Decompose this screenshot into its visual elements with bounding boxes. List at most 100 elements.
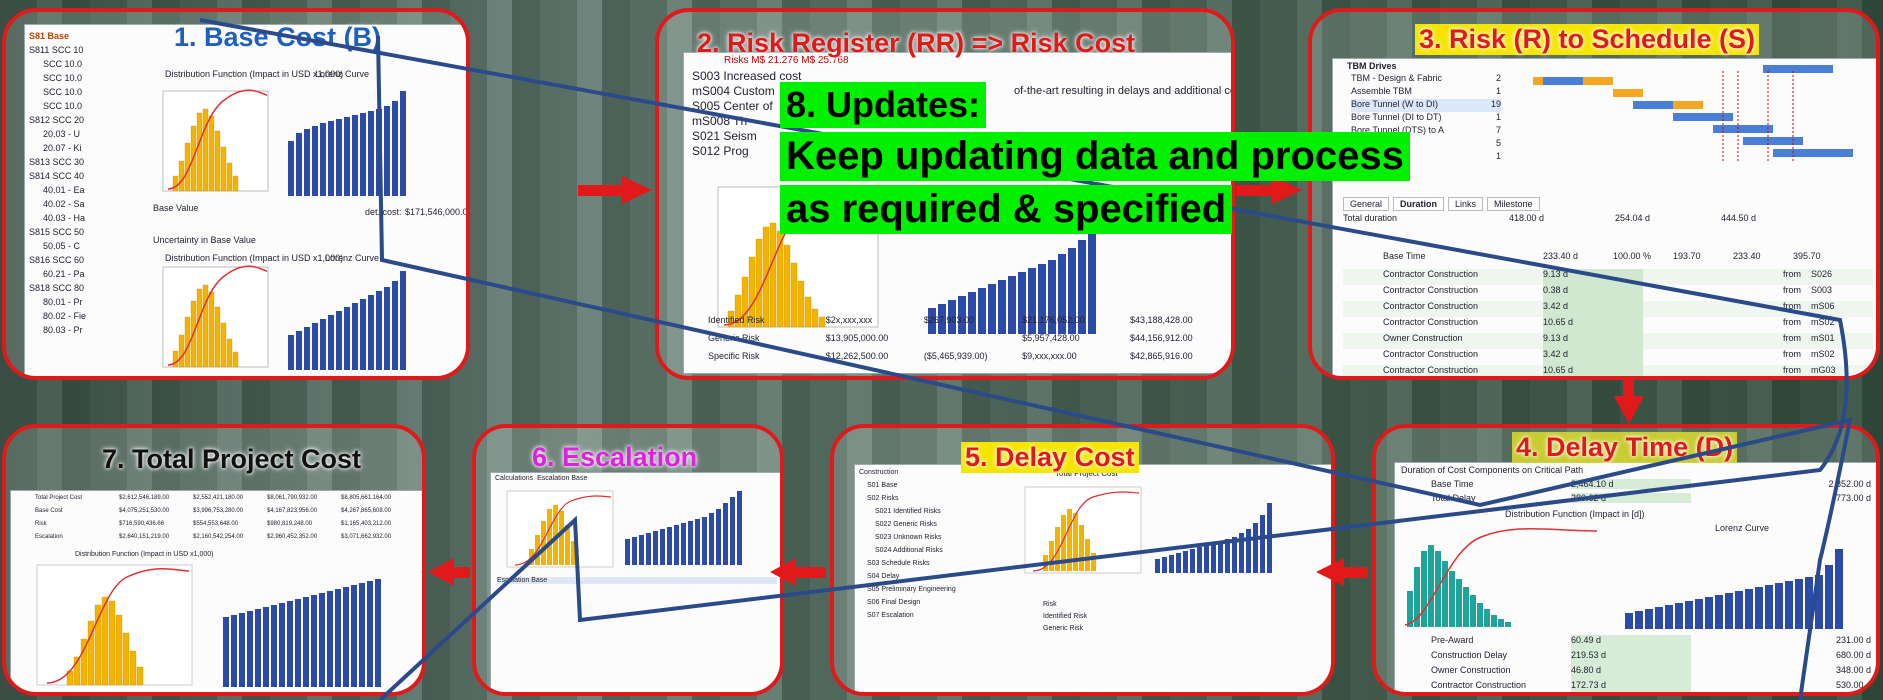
delay-cost-risk-rows: Risk Identified Risk Generic Risk	[1023, 601, 1323, 637]
cell: mS06	[1811, 301, 1835, 311]
total-duration-row[interactable]: Total duration 418.00 d 254.04 d 444.50 …	[1343, 213, 1873, 223]
tab-milestone[interactable]: Milestone	[1487, 197, 1540, 211]
row-label: Contractor Construction	[1383, 269, 1479, 279]
tree-item[interactable]: S812 SCC 20	[29, 115, 85, 125]
tree-item[interactable]: S05 Preliminary Engineering	[867, 586, 956, 593]
cell: 172.73 d	[1571, 680, 1691, 692]
base-time-row[interactable]: Base Time 233.40 d 100.00 % 193.70 233.4…	[1343, 251, 1873, 261]
step-2-title: 2. Risk Register (RR) => Risk Cost	[697, 28, 1136, 58]
escalation-histogram	[506, 490, 614, 568]
tree-item[interactable]: SCC 10.0	[43, 59, 83, 69]
cell: 280.62 d	[1571, 493, 1691, 503]
table-row[interactable]: Base Cost$4,075,251,530.00$3,996,753,280…	[15, 508, 421, 521]
cell: $980,819,248.00	[267, 521, 313, 527]
tree-item[interactable]: 80.03 - Pr	[43, 325, 83, 335]
table-row[interactable]: Total Project Cost$2,612,546,189.00$2,55…	[15, 495, 421, 508]
table-row[interactable]: Identified Risk	[1043, 613, 1087, 620]
updates-line-1: Keep updating data and process	[780, 132, 1410, 181]
tree-item[interactable]: S02 Risks	[867, 495, 899, 502]
det-cost-label: det. cost:	[365, 207, 402, 217]
table-row[interactable]: Generic Risk	[1043, 625, 1084, 632]
tree-item[interactable]: S04 Delay	[867, 573, 900, 580]
base-cost-tree: S81 Base S811 SCC 10 SCC 10.0 SCC 10.0 S…	[29, 31, 149, 339]
cell: $44,156,912.00	[1130, 333, 1193, 343]
tab-calculations[interactable]: Calculations	[495, 475, 534, 482]
tab-links[interactable]: Links	[1448, 197, 1484, 211]
row-label: Specific Risk	[708, 351, 760, 361]
cell: $8,805,661,164.00	[341, 495, 392, 501]
tree-item[interactable]: S021 Identified Risks	[875, 508, 941, 515]
tree-item[interactable]: 40.01 - Ea	[43, 185, 85, 195]
table-row[interactable]: Risk	[1043, 601, 1057, 608]
tree-item[interactable]: 40.02 - Sa	[43, 199, 85, 209]
tree-item[interactable]: S03 Schedule Risks	[867, 560, 930, 567]
histogram-bars	[66, 596, 144, 686]
table-row[interactable]: Escalation$2,640,151,219.00$2,160,542,25…	[15, 534, 421, 547]
tree-item[interactable]: S81 Base	[29, 31, 70, 41]
table-row[interactable]: Risk$716,590,436.66$554,553,648.00$980,8…	[15, 521, 421, 534]
tree-item[interactable]: S815 SCC 50	[29, 227, 85, 237]
tree-item[interactable]: S01 Base	[867, 482, 898, 489]
tree-item[interactable]: S818 SCC 80	[29, 283, 85, 293]
tree-item[interactable]: 40.03 - Ha	[43, 213, 86, 223]
tree-item[interactable]: SCC 10.0	[43, 87, 83, 97]
cell: $13,905,000.00	[825, 333, 889, 343]
tree-item[interactable]: S022 Generic Risks	[875, 521, 937, 528]
row-label: Base Time	[1383, 251, 1426, 261]
tree-item[interactable]: 80.01 - Pr	[43, 297, 83, 307]
gantt-links	[1722, 71, 1794, 161]
lorenz-bars	[625, 491, 742, 565]
cell: $4,267,865,608.00	[341, 508, 392, 514]
tree-item[interactable]: SCC 10.0	[43, 73, 83, 83]
from-label: from	[1783, 365, 1801, 375]
table-row[interactable]: Identified Risk $2x,xxx,xxx $267,903.00 …	[688, 315, 1228, 333]
cell: 9.13 d	[1543, 269, 1643, 285]
cell: 10.65 d	[1543, 317, 1643, 333]
lorenz-bars	[288, 91, 406, 196]
step-6-escalation-box: Calculations Escalation Base Escalation …	[472, 424, 784, 696]
table-row[interactable]: Specific Risk $12,262,500.00 ($5,465,939…	[688, 351, 1228, 369]
tree-item[interactable]: 20.07 - Ki	[43, 143, 82, 153]
tree-item[interactable]: 60.21 - Pa	[43, 269, 85, 279]
table-row[interactable]: Generic Risk $13,905,000.00 $5,957,428.0…	[688, 333, 1228, 351]
tab-escalation-base[interactable]: Escalation Base	[537, 475, 588, 482]
tree-item[interactable]: S06 Final Design	[867, 599, 921, 606]
task-count: 1	[1495, 86, 1501, 96]
row-label: Base Cost	[35, 508, 63, 514]
tree-item[interactable]: S023 Unknown Risks	[875, 534, 942, 541]
tree-item[interactable]: S816 SCC 60	[29, 255, 85, 265]
cell: $554,553,648.00	[193, 521, 239, 527]
cell: 348.00 d	[1835, 665, 1871, 675]
cell: 530.00 d	[1835, 680, 1871, 690]
tree-item[interactable]: S811 SCC 10	[29, 45, 84, 55]
row-label: Generic Risk	[708, 333, 760, 343]
tree-item[interactable]: 50.05 - C	[43, 241, 81, 251]
row-label: Contractor Construction	[1383, 301, 1479, 311]
step-7-title: 7. Total Project Cost	[102, 444, 362, 474]
tree-item[interactable]: SCC 10.0	[43, 101, 83, 111]
tree-item[interactable]: S024 Additional Risks	[875, 547, 943, 554]
tree-item[interactable]: S813 SCC 30	[29, 157, 85, 167]
tree-item[interactable]: 20.03 - U	[43, 129, 81, 139]
tree-item[interactable]: S07 Escalation	[867, 612, 914, 619]
cell: $12,262,500.00	[825, 351, 889, 361]
tree-item[interactable]: S814 SCC 40	[29, 171, 85, 181]
task-count: 5	[1495, 138, 1501, 148]
tree-item[interactable]: 80.02 - Fie	[43, 311, 87, 321]
cell: $2x,xxx,xxx	[825, 315, 873, 325]
task-count: 1	[1495, 151, 1501, 161]
